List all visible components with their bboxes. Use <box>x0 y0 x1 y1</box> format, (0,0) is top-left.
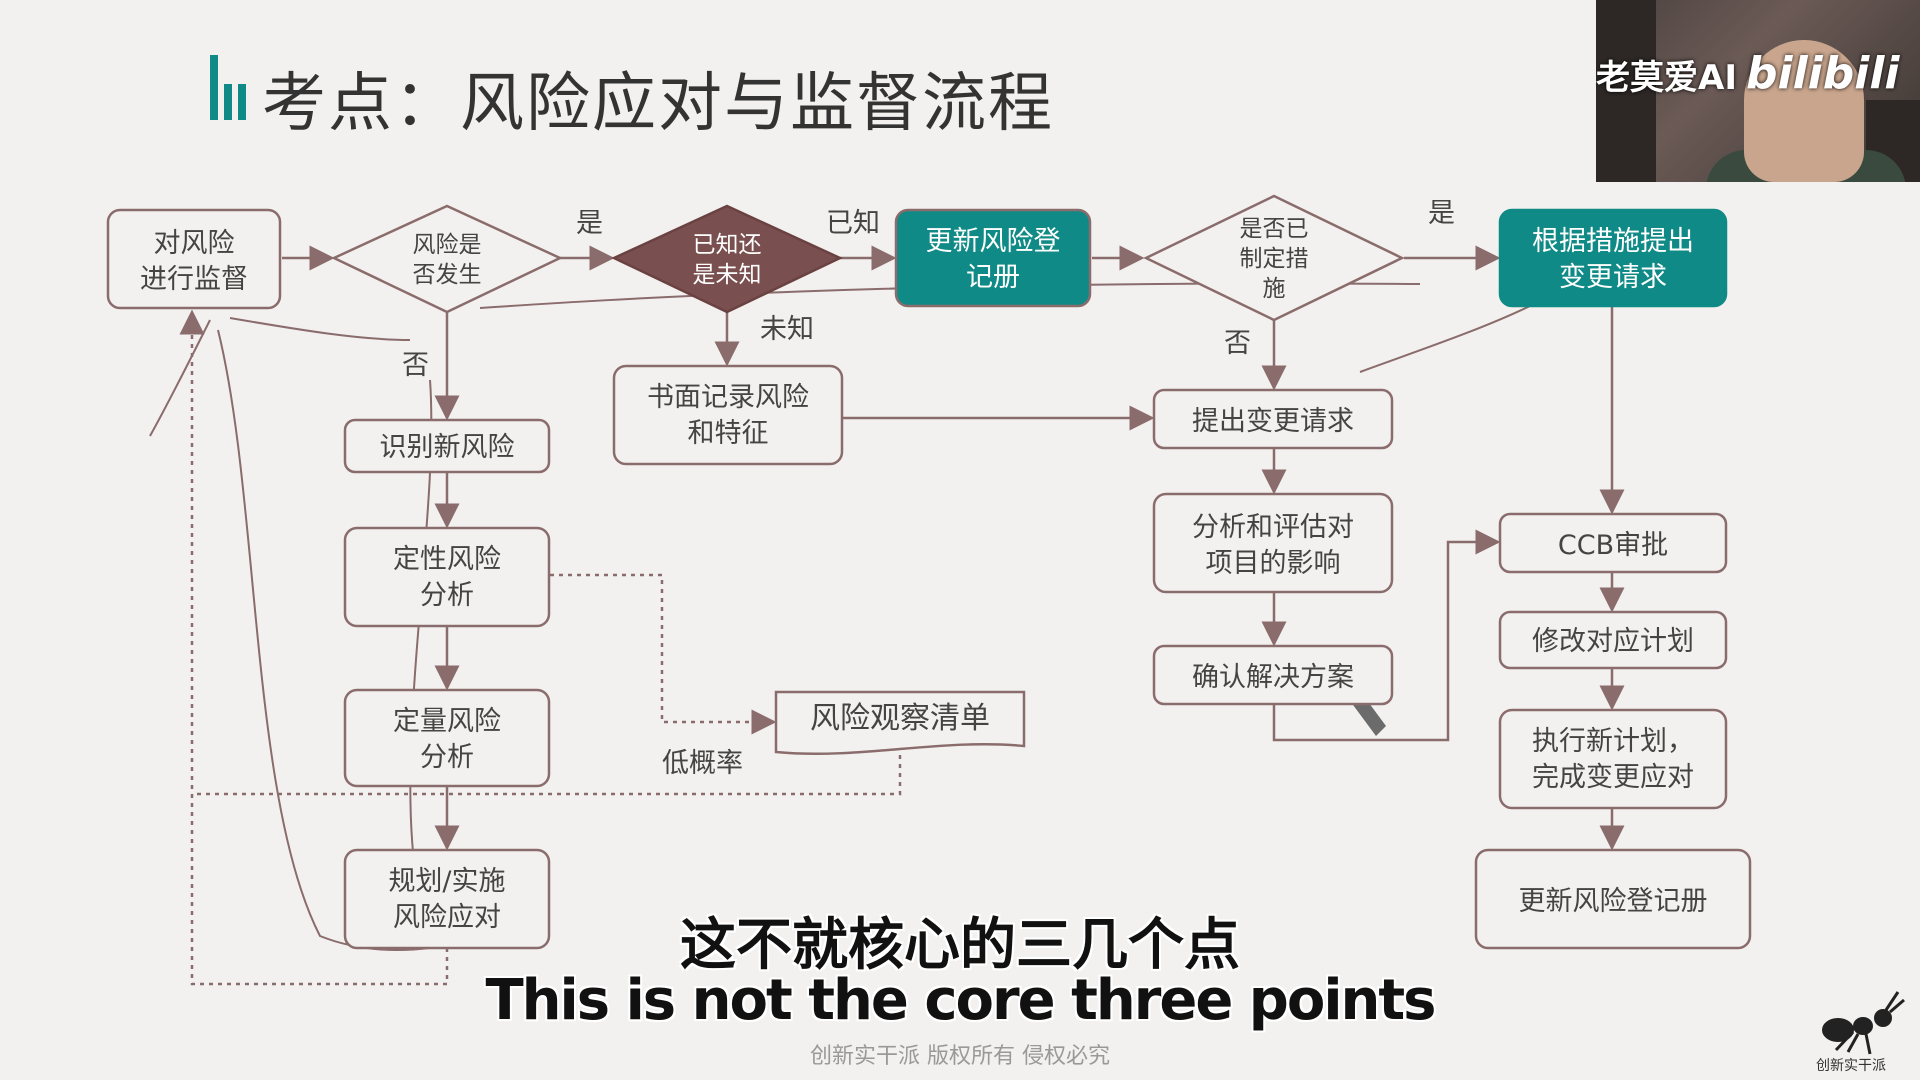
text-written-2: 和特征 <box>688 418 769 449</box>
text-qual-2: 分析 <box>420 580 474 611</box>
text-execute-1: 执行新计划， <box>1532 726 1694 757</box>
label-unknown: 未知 <box>760 314 814 345</box>
presenter-face <box>1744 40 1864 182</box>
copyright-notice: 创新实干派 版权所有 侵权必究 <box>810 1044 1110 1069</box>
text-known-1: 已知还 <box>693 232 762 258</box>
node-qualitative <box>343 526 551 628</box>
webcam-tag: 老莫爱AI <box>1596 58 1737 98</box>
title-accent-bars <box>210 55 246 120</box>
label-low-prob: 低概率 <box>662 748 743 779</box>
text-change-measures-2: 变更请求 <box>1559 262 1667 293</box>
node-confirm-solution <box>1152 644 1394 706</box>
text-quant-1: 定量风险 <box>393 706 501 737</box>
subtitle-english: This is not the core three points <box>485 968 1436 1033</box>
node-propose-change <box>1152 388 1394 450</box>
label-no2: 否 <box>1224 328 1251 359</box>
label-yes1: 是 <box>576 208 603 239</box>
node-watch-list <box>774 690 1026 755</box>
text-confirm: 确认解决方案 <box>1192 662 1354 693</box>
text-analyze-2: 项目的影响 <box>1206 548 1341 579</box>
ant-logo-icon <box>1822 991 1905 1055</box>
node-known-unknown <box>611 204 843 314</box>
text-propose: 提出变更请求 <box>1192 406 1354 437</box>
label-no1: 否 <box>402 350 429 381</box>
text-written-1: 书面记录风险 <box>647 382 809 413</box>
text-known-2: 是未知 <box>693 262 762 288</box>
node-monitor <box>106 208 282 310</box>
page-title: 考点：风险应对与监督流程 <box>262 67 1054 141</box>
subtitle-chinese: 这不就核心的三几个点 <box>680 913 1240 978</box>
logo-text: 创新实干派 <box>1816 1058 1886 1074</box>
node-analyze-impact <box>1152 492 1394 594</box>
text-monitor-2: 进行监督 <box>140 264 248 295</box>
node-plan-response <box>343 848 551 950</box>
text-monitor-1: 对风险 <box>154 228 235 259</box>
node-execute-plan <box>1498 708 1728 810</box>
bilibili-logo: bilibili <box>1746 48 1900 99</box>
node-occurred <box>331 204 563 314</box>
text-measures-2: 制定措 <box>1240 246 1309 272</box>
label-known: 已知 <box>826 208 880 239</box>
text-modify: 修改对应计划 <box>1532 626 1694 657</box>
text-plan-1: 规划/实施 <box>388 866 505 897</box>
text-identify: 识别新风险 <box>380 432 515 463</box>
webcam-overlay: 老莫爱AI bilibili <box>1596 0 1920 182</box>
node-quantitative <box>343 688 551 788</box>
text-measures-1: 是否已 <box>1240 216 1309 242</box>
text-update-bottom: 更新风险登记册 <box>1519 886 1708 917</box>
label-yes2: 是 <box>1428 198 1455 229</box>
text-analyze-1: 分析和评估对 <box>1192 512 1354 543</box>
text-ccb: CCB审批 <box>1558 530 1668 561</box>
text-occurred-1: 风险是 <box>413 232 482 258</box>
text-qual-1: 定性风险 <box>393 544 501 575</box>
node-written-record <box>612 364 844 466</box>
text-quant-2: 分析 <box>420 742 474 773</box>
node-identify-new <box>343 418 551 474</box>
node-update-register-top <box>894 208 1092 308</box>
text-plan-2: 风险应对 <box>393 902 501 933</box>
text-execute-2: 完成变更应对 <box>1532 762 1694 793</box>
text-watch-list: 风险观察清单 <box>810 701 990 736</box>
node-ccb <box>1498 512 1728 574</box>
node-has-measures <box>1143 194 1405 322</box>
node-update-register-bottom <box>1474 848 1752 950</box>
text-update-top-2: 记册 <box>966 262 1020 293</box>
text-update-top-1: 更新风险登 <box>926 226 1061 257</box>
text-measures-3: 施 <box>1263 276 1286 302</box>
node-change-by-measures <box>1498 208 1728 308</box>
text-change-measures-1: 根据措施提出 <box>1532 226 1694 257</box>
text-occurred-2: 否发生 <box>413 262 482 288</box>
node-modify-plan <box>1498 610 1728 670</box>
